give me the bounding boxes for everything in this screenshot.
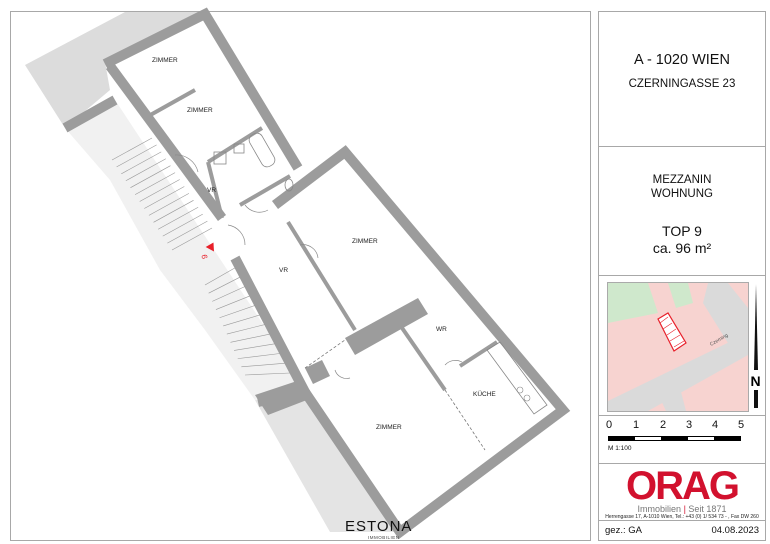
floor-name: MEZZANIN [652,174,712,186]
stair-step [167,220,208,244]
stair-step [234,343,277,351]
company-tagline: Immobilien | Seit 1871 [637,504,727,514]
unit-type: WOHNUNG [651,188,713,200]
courtyard-area [255,392,400,532]
middle-wall-block [345,298,428,355]
address-section: A - 1020 WIEN CZERNINGASSE 23 [599,12,765,147]
street: CZERNINGASSE 23 [628,78,736,90]
room-label: ZIMMER [187,107,213,114]
room-label: WR [436,326,447,333]
stair-step [125,158,166,182]
scale-tick: 2 [660,419,667,431]
room-label: ZIMMER [352,238,378,245]
room-label: ZIMMER [376,424,402,431]
stair-step [244,372,291,376]
middle-wall-block-2 [305,360,330,384]
stair-step [208,274,245,294]
stair-step [111,137,153,161]
city: A - 1020 WIEN [634,52,730,68]
wall-corner-block [255,380,312,415]
north-label: N [751,373,761,389]
floor-plan-frame [10,11,591,541]
stair-step [130,165,171,188]
room-label: KÜCHE [473,390,496,398]
room-label: VR [279,267,288,274]
north-arrow-icon: N [749,282,763,410]
entrance-arrow-icon [205,242,214,252]
unit-top: TOP 9 [662,223,702,239]
neighbour-area [25,12,200,128]
scale-bar [608,436,741,441]
toilet [284,178,294,192]
door-swings [174,154,463,379]
stair-step [158,206,199,230]
drawn-by: gez.: GA [605,525,642,536]
stair-step [162,213,203,237]
stair-step [148,193,190,216]
stair-step [171,227,213,251]
stair-step [153,200,194,223]
stair-step [204,264,241,286]
orag-logo: ORAG [626,464,740,508]
interior-walls [144,88,499,392]
estona-logo-sub: IMMOBILIEN [368,535,400,540]
scale-label: M 1:100 [608,445,632,452]
stair-step [241,362,286,368]
room-label: VR [207,187,216,194]
estona-logo: ESTONA [345,518,413,535]
entrance-number: 9 [200,253,210,259]
stair-step [212,284,250,302]
footer: gez.: GA 04.08.2023 [599,521,765,542]
stair-step [226,323,268,335]
location-map: Czerning [607,282,749,412]
stair-step [144,186,185,209]
stair-step [139,179,180,202]
stair-step [134,172,176,195]
bathtub [248,132,276,168]
company-section: ORAG Immobilien | Seit 1871 Herrengasse … [599,464,765,521]
scale-tick: 3 [686,419,693,431]
stair-step [230,333,272,343]
company-address: Herrengasse 17, A-1010 Wien, Tel.: +43 (… [605,514,759,520]
stair-step [237,353,281,359]
stair-step [215,294,254,310]
staircase-area [65,100,300,400]
stair-steps [111,137,291,376]
unit-area: ca. 96 m² [652,240,712,256]
stair-step [121,151,162,175]
date: 04.08.2023 [711,525,759,536]
location-map-section: Czerning N [599,276,765,416]
sink [233,143,245,154]
scale-tick: 4 [712,419,719,431]
stair-step [219,303,259,319]
stair-step [116,144,157,168]
stair-step [223,313,263,327]
scale-tick: 0 [606,419,613,431]
room-label: ZIMMER [152,57,178,64]
title-block: A - 1020 WIEN CZERNINGASSE 23 MEZZANIN WO… [598,11,766,541]
scale-tick: 5 [738,419,745,431]
scale-tick: 1 [633,419,640,431]
scale-section: 0 1 2 3 4 5 M 1:100 [599,416,765,464]
washing-machine [213,151,227,165]
